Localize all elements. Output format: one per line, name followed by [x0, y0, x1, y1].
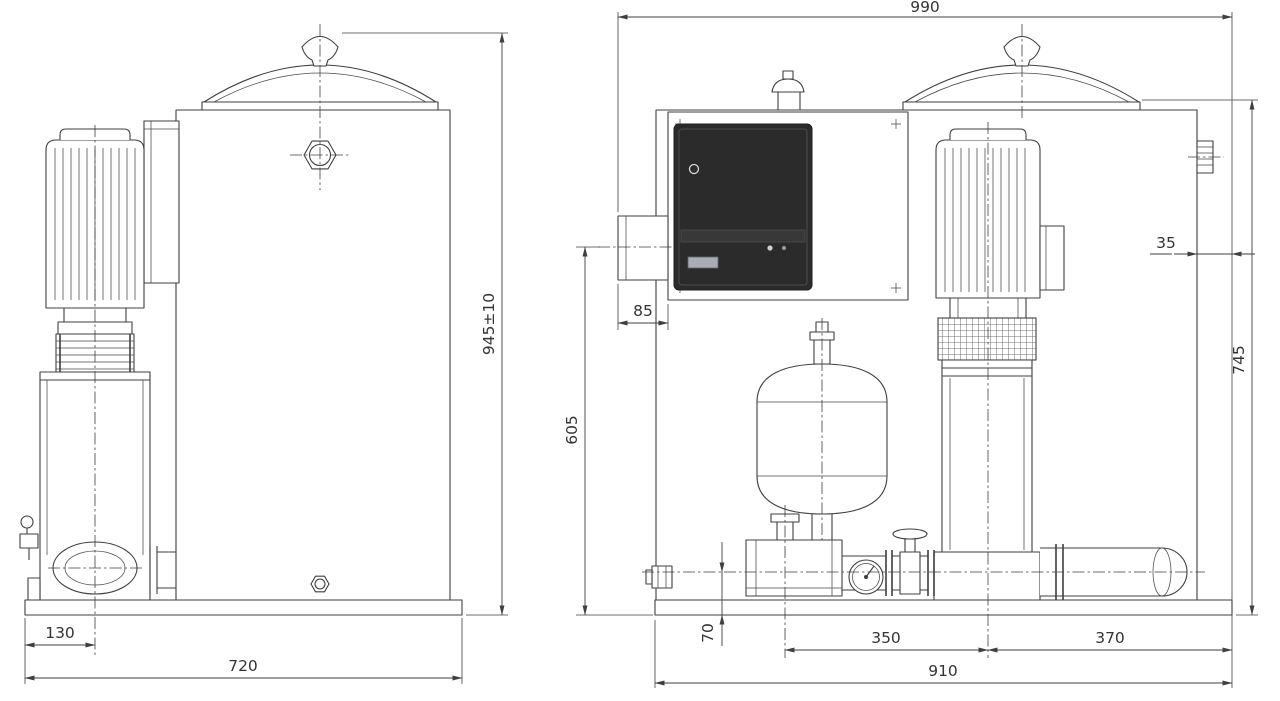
pump-motor-side — [19, 120, 180, 601]
tank-drain-fitting — [310, 575, 330, 593]
pressure-gauge — [848, 559, 884, 595]
dim-label-745: 745 — [1230, 345, 1248, 375]
vent-cap — [771, 70, 805, 111]
pump-foot-side — [27, 577, 41, 601]
shutoff-valve — [892, 528, 928, 595]
terminal-box-side — [143, 120, 180, 284]
dim-label-720: 720 — [228, 657, 258, 675]
manifold-block — [745, 539, 843, 597]
break-tank-side — [175, 35, 451, 601]
centerlines-side — [48, 24, 350, 655]
controller-housing — [673, 123, 813, 291]
dim-label-910: 910 — [928, 662, 958, 680]
indicator-led — [767, 245, 773, 251]
dim-label-85: 85 — [633, 302, 653, 320]
dim-label-130: 130 — [45, 624, 75, 642]
control-box — [617, 111, 909, 301]
side-view: 130 720 945±10 — [19, 24, 508, 684]
terminal-box-front — [1039, 225, 1065, 291]
centerlines-front — [598, 24, 1224, 658]
piping — [645, 513, 1188, 600]
controller-logo — [688, 163, 700, 175]
dim-label-370: 370 — [1095, 629, 1125, 647]
controller-display — [687, 256, 719, 269]
dim-label-990: 990 — [910, 0, 940, 16]
dim-label-35: 35 — [1156, 234, 1176, 252]
cable-conduit-box — [617, 215, 669, 281]
indicator-led — [782, 246, 786, 250]
dim-label-350: 350 — [871, 629, 901, 647]
base-frame-front — [654, 599, 1233, 616]
tank-drain-front — [645, 565, 673, 589]
coupling-guard-mesh — [937, 317, 1037, 361]
tank-lid-dome-front — [904, 64, 1140, 103]
pump-base-housing — [933, 551, 1041, 601]
dim-label-605: 605 — [563, 415, 581, 445]
dim-label-70: 70 — [699, 623, 717, 643]
base-frame-side — [24, 599, 463, 616]
dim-label-945: 945±10 — [480, 293, 498, 355]
pipe-flanges — [885, 550, 935, 596]
dimensions-side: 130 720 945±10 — [24, 32, 508, 684]
front-view: 990 85 605 35 745 70 350 370 910 — [563, 0, 1258, 688]
drain-valve-side — [19, 515, 39, 560]
dimensions-front: 990 85 605 35 745 70 350 370 910 — [563, 0, 1258, 688]
